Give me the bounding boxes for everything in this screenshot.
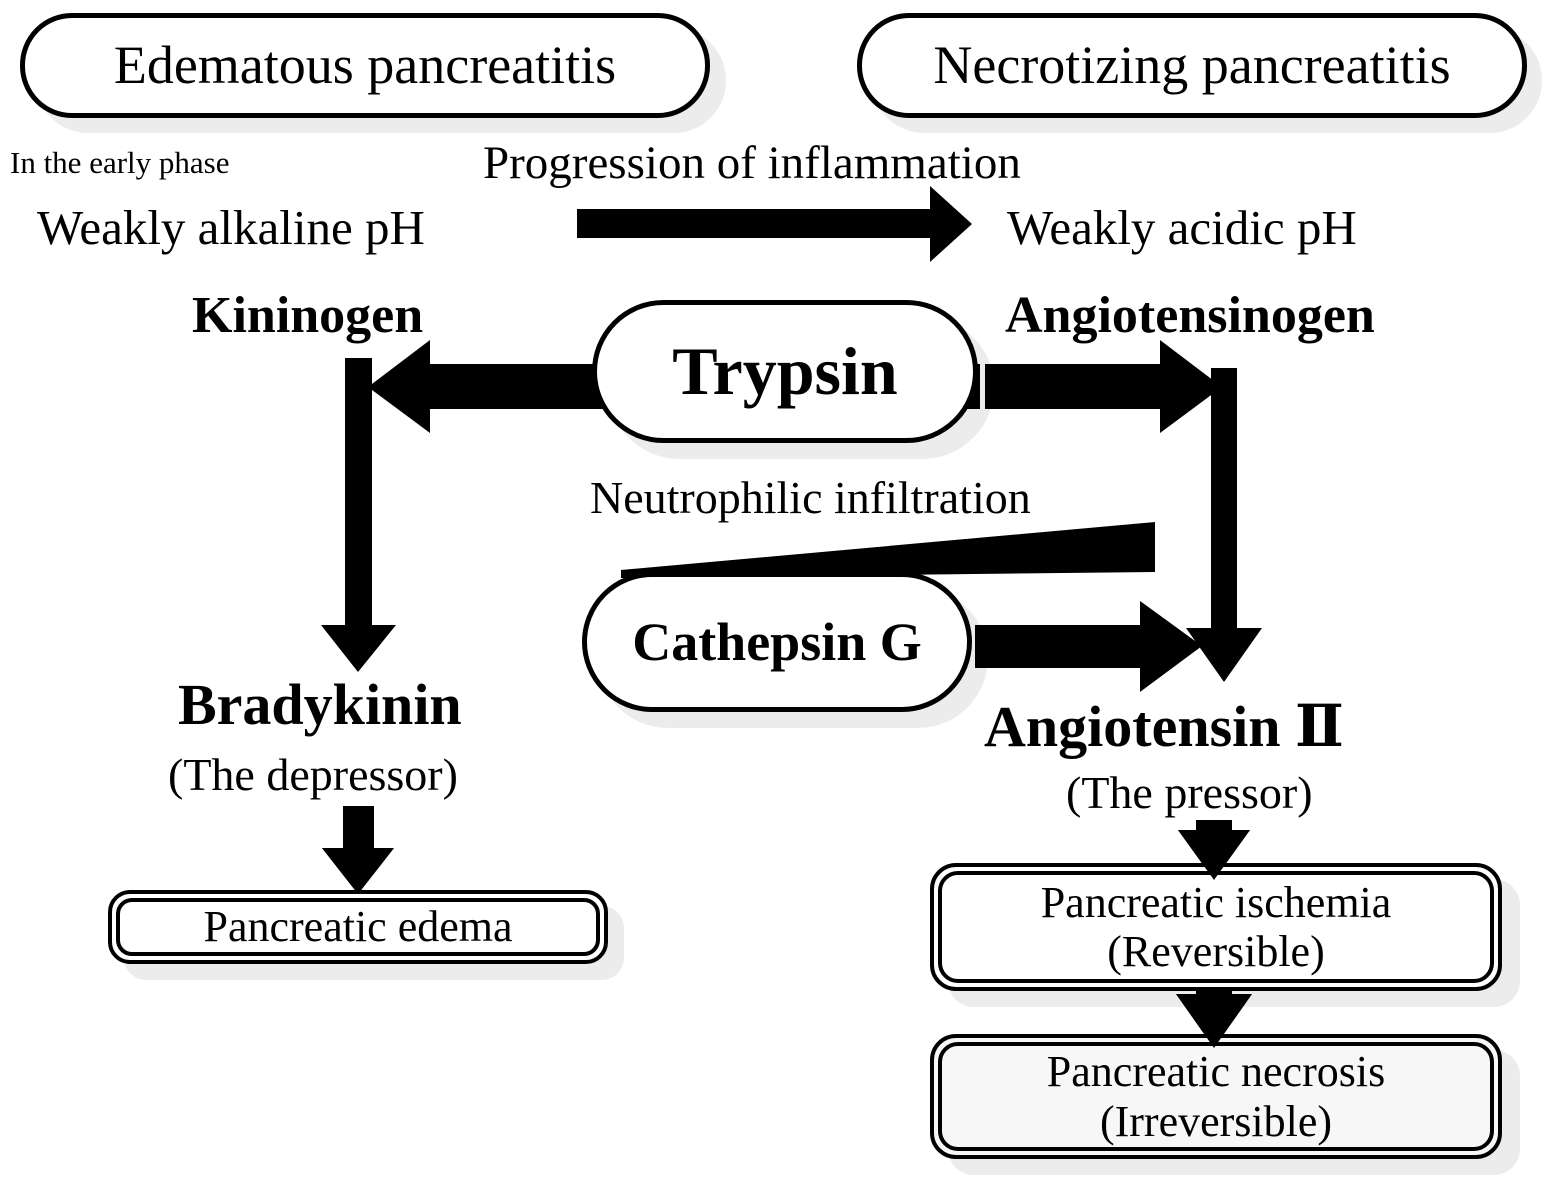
pancreatic-edema-label: Pancreatic edema: [203, 902, 513, 952]
trypsin-to-angiotensinogen-arrow-icon: [985, 340, 1222, 433]
pancreatic-edema-box[interactable]: Pancreatic edema: [116, 898, 600, 956]
trypsin-box[interactable]: Trypsin: [592, 300, 978, 443]
pancreatic-ischemia-box[interactable]: Pancreatic ischemia (Reversible): [938, 871, 1494, 983]
bradykinin-label: Bradykinin: [178, 672, 462, 737]
angiotensinogen-to-angiotensin-arrow-icon: [1186, 368, 1262, 682]
pancreatic-necrosis-label-line2: (Irreversible): [1099, 1096, 1333, 1146]
progression-of-inflammation-label: Progression of inflammation: [483, 137, 1021, 189]
edematous-pancreatitis-label: Edematous pancreatitis: [113, 35, 617, 96]
kininogen-to-bradykinin-arrow-icon: [321, 358, 396, 672]
necrotizing-pancreatitis-box[interactable]: Necrotizing pancreatitis: [857, 13, 1527, 118]
cathepsin-g-label: Cathepsin G: [632, 611, 922, 672]
bradykinin-sublabel: (The depressor): [168, 749, 458, 800]
progression-arrow-icon: [577, 186, 972, 262]
early-phase-label: In the early phase: [10, 145, 230, 180]
kininogen-label: Kininogen: [192, 287, 424, 344]
neutrophilic-infiltration-label: Neutrophilic infiltration: [590, 472, 1031, 523]
angiotensin-ii-sublabel: (The pressor): [1066, 767, 1313, 818]
trypsin-label: Trypsin: [672, 332, 898, 409]
angiotensinogen-label: Angiotensinogen: [1005, 287, 1375, 344]
pancreatic-ischemia-label-line2: (Reversible): [1107, 927, 1325, 976]
bradykinin-to-edema-arrow-icon: [322, 806, 394, 894]
weakly-acidic-ph-label: Weakly acidic pH: [1007, 200, 1357, 255]
cathepsin-g-box[interactable]: Cathepsin G: [582, 572, 972, 712]
neutrophilic-infiltration-wedge-icon: [621, 522, 1155, 578]
angiotensin-ii-label: Angiotensin Ⅱ: [984, 694, 1344, 759]
pancreatic-ischemia-label-line1: Pancreatic ischemia: [1040, 877, 1392, 927]
pancreatic-necrosis-label-line1: Pancreatic necrosis: [1046, 1047, 1386, 1097]
weakly-alkaline-ph-label: Weakly alkaline pH: [37, 200, 425, 255]
edematous-pancreatitis-box[interactable]: Edematous pancreatitis: [20, 13, 710, 118]
necrotizing-pancreatitis-label: Necrotizing pancreatitis: [933, 35, 1451, 96]
cathepsin-g-to-angiotensin-arrow-icon: [975, 601, 1202, 692]
pancreatic-necrosis-box[interactable]: Pancreatic necrosis (Irreversible): [938, 1042, 1494, 1151]
